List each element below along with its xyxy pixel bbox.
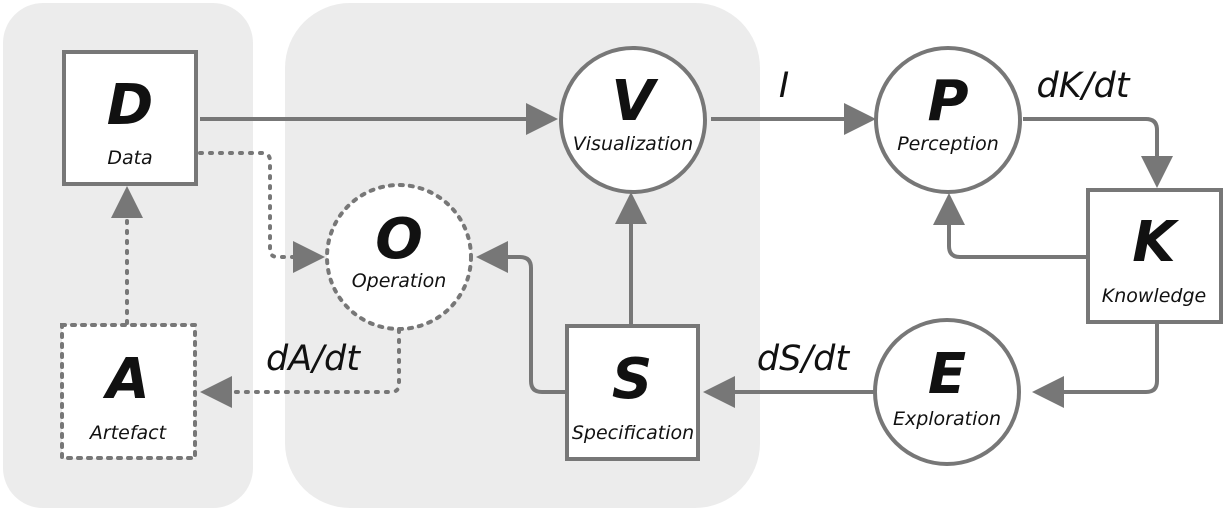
- edge-specification-to-operation: [476, 241, 567, 394]
- node-exploration: E Exploration: [873, 318, 1021, 466]
- node-specification: S Specification: [565, 324, 700, 461]
- edge-label-da-dt: dA/dt: [266, 339, 361, 379]
- edge-label-i: I: [779, 66, 789, 106]
- edge-data-to-operation: [198, 151, 325, 273]
- edge-label-ds-dt: dS/dt: [757, 339, 850, 379]
- node-exploration-letter: E: [928, 342, 966, 407]
- node-visualization-name: Visualization: [573, 133, 693, 155]
- node-data-name: Data: [107, 147, 152, 169]
- node-perception-name: Perception: [897, 133, 999, 155]
- edge-label-dk-dt: dK/dt: [1037, 66, 1131, 106]
- edge-exploration-to-specification: [703, 376, 874, 408]
- node-specification-name: Specification: [572, 422, 694, 444]
- node-knowledge: K Knowledge: [1086, 188, 1223, 324]
- node-artefact: A Artefact: [60, 323, 197, 460]
- node-operation: O Operation: [325, 183, 473, 331]
- node-data: D Data: [62, 50, 198, 186]
- node-exploration-name: Exploration: [893, 408, 1001, 430]
- node-visualization-letter: V: [611, 69, 659, 134]
- edge-knowledge-to-exploration: [1032, 322, 1159, 408]
- edge-perception-to-knowledge: [1023, 117, 1173, 188]
- edge-operation-to-artefact: [200, 328, 401, 408]
- node-data-letter: D: [107, 73, 153, 138]
- edge-specification-to-visualization: [615, 192, 647, 324]
- node-perception: P Perception: [874, 46, 1022, 194]
- node-visualization: V Visualization: [559, 46, 707, 194]
- node-operation-letter: O: [375, 207, 423, 272]
- node-specification-letter: S: [612, 347, 652, 412]
- edge-knowledge-to-perception: [933, 193, 1087, 259]
- edge-visualization-to-perception: [711, 103, 876, 135]
- node-perception-letter: P: [927, 69, 968, 134]
- node-operation-name: Operation: [352, 270, 447, 292]
- node-artefact-letter: A: [102, 347, 149, 412]
- node-artefact-name: Artefact: [88, 422, 168, 444]
- edge-artefact-to-data: [111, 186, 143, 325]
- node-knowledge-name: Knowledge: [1102, 285, 1206, 307]
- node-knowledge-letter: K: [1132, 210, 1179, 275]
- edge-data-to-visualization: [200, 103, 558, 135]
